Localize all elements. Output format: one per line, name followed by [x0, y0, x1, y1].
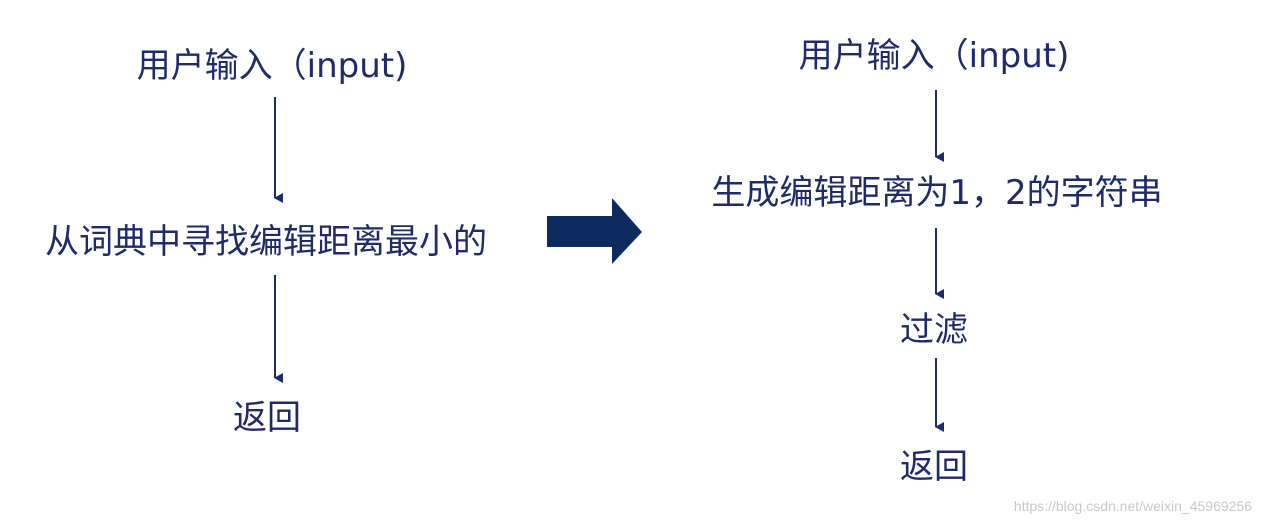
right-step-generate-candidates: 生成编辑距离为1，2的字符串: [711, 173, 1163, 213]
left-step-user-input: 用户输入（input): [136, 46, 408, 86]
right-step-return: 返回: [900, 447, 968, 487]
left-step-return: 返回: [233, 398, 301, 438]
right-step-filter: 过滤: [900, 310, 968, 350]
left-step-find-min-distance: 从词典中寻找编辑距离最小的: [45, 222, 487, 262]
watermark: https://blog.csdn.net/weixin_45969256: [1013, 498, 1252, 514]
right-step-user-input: 用户输入（input): [798, 36, 1070, 76]
transition-arrow: [547, 198, 642, 264]
